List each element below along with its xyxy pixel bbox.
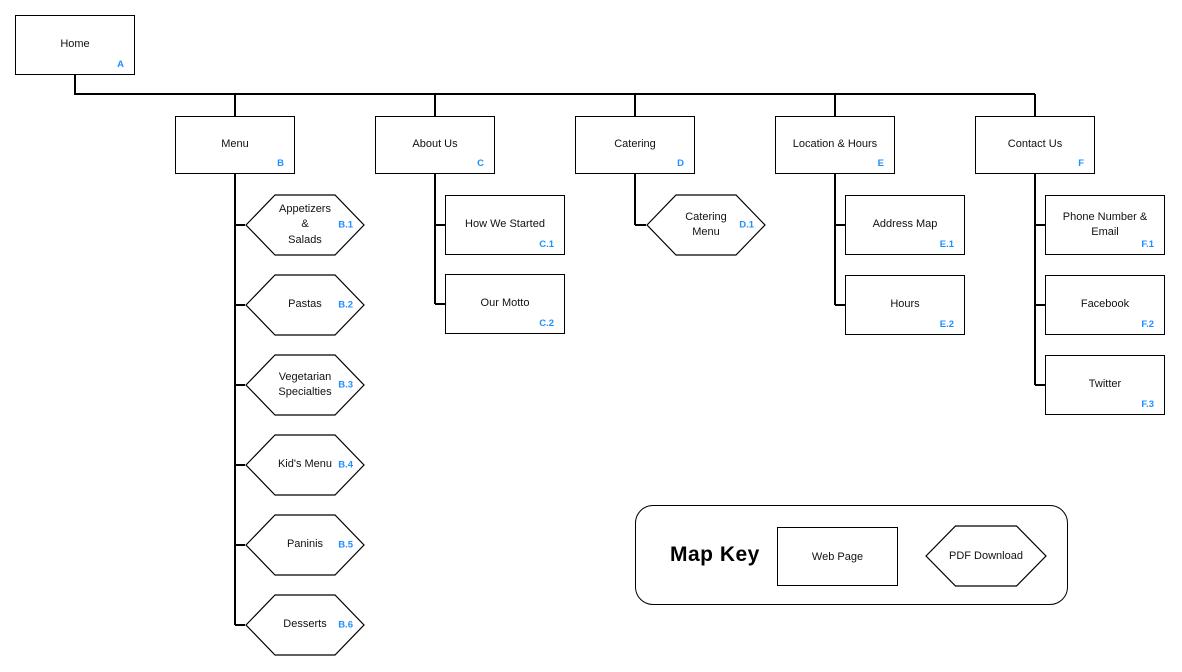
node-label: Catering Menu xyxy=(685,210,727,238)
node-label: Pastas xyxy=(288,298,322,311)
node-catering[interactable]: Catering D xyxy=(575,116,695,174)
hexagon-shape xyxy=(245,434,365,496)
node-paninis[interactable]: Paninis B.5 xyxy=(245,514,365,576)
node-code: B.3 xyxy=(338,379,353,391)
node-label: Catering xyxy=(614,138,656,151)
hexagon-shape xyxy=(925,525,1047,587)
node-how-we-started[interactable]: How We Started C.1 xyxy=(445,195,565,255)
node-code: E xyxy=(877,158,884,169)
node-code: F xyxy=(1078,158,1084,169)
node-label: How We Started xyxy=(465,218,545,231)
legend-pdf-download[interactable]: PDF Download xyxy=(925,525,1047,587)
node-about-us[interactable]: About Us C xyxy=(375,116,495,174)
node-kids-menu[interactable]: Kid's Menu B.4 xyxy=(245,434,365,496)
node-code: D.1 xyxy=(739,219,754,231)
node-code: B.1 xyxy=(338,219,353,231)
node-facebook[interactable]: Facebook F.2 xyxy=(1045,275,1165,335)
node-label: Address Map xyxy=(872,218,938,231)
node-label: Home xyxy=(60,38,90,51)
hexagon-shape xyxy=(646,194,766,256)
node-vegetarian-specialties[interactable]: Vegetarian Specialties B.3 xyxy=(245,354,365,416)
legend-label: PDF Download xyxy=(949,550,1023,562)
node-code: B xyxy=(277,158,284,169)
node-code: D xyxy=(677,158,684,169)
hexagon-shape xyxy=(245,514,365,576)
node-label: Twitter xyxy=(1088,378,1122,391)
node-code: F.1 xyxy=(1141,239,1154,250)
map-key-title: Map Key xyxy=(670,543,760,566)
node-label: Our Motto xyxy=(480,297,530,310)
node-home[interactable]: Home A xyxy=(15,15,135,75)
node-pastas[interactable]: Pastas B.2 xyxy=(245,274,365,336)
node-label: Desserts xyxy=(283,618,327,631)
hexagon-shape xyxy=(245,594,365,656)
hexagon-shape xyxy=(245,354,365,416)
node-label: Menu xyxy=(221,138,249,151)
legend-label: Web Page xyxy=(811,550,864,563)
node-label: Vegetarian Specialties xyxy=(278,370,332,398)
node-code: B.2 xyxy=(338,299,353,311)
node-label: Facebook xyxy=(1080,298,1130,311)
node-contact-us[interactable]: Contact Us F xyxy=(975,116,1095,174)
node-code: B.4 xyxy=(338,459,353,471)
node-twitter[interactable]: Twitter F.3 xyxy=(1045,355,1165,415)
legend-web-page[interactable]: Web Page xyxy=(777,527,898,586)
node-code: E.2 xyxy=(939,319,954,330)
node-desserts[interactable]: Desserts B.6 xyxy=(245,594,365,656)
node-label: About Us xyxy=(412,138,458,151)
node-location-hours[interactable]: Location & Hours E xyxy=(775,116,895,174)
node-appetizers-salads[interactable]: Appetizers & Salads B.1 xyxy=(245,194,365,256)
node-label: Phone Number & Email xyxy=(1062,210,1148,238)
node-label: Location & Hours xyxy=(792,138,878,151)
hexagon-shape xyxy=(245,194,365,256)
node-label: Kid's Menu xyxy=(277,458,333,471)
node-label: Contact Us xyxy=(1007,138,1063,151)
node-code: A xyxy=(117,59,124,70)
node-menu[interactable]: Menu B xyxy=(175,116,295,174)
node-hours[interactable]: Hours E.2 xyxy=(845,275,965,335)
node-label: Paninis xyxy=(286,538,324,551)
node-code: F.2 xyxy=(1141,319,1154,330)
node-label: Hours xyxy=(890,298,920,311)
map-key-panel: Map Key Web Page PDF Download xyxy=(635,505,1068,605)
node-code: B.6 xyxy=(338,619,353,631)
node-our-motto[interactable]: Our Motto C.2 xyxy=(445,274,565,334)
node-catering-menu[interactable]: Catering Menu D.1 xyxy=(646,194,766,256)
node-code: C.1 xyxy=(539,239,554,250)
node-label: Appetizers & Salads xyxy=(279,202,331,246)
node-code: E.1 xyxy=(939,239,954,250)
node-code: C xyxy=(477,158,484,169)
node-code: C.2 xyxy=(539,318,554,329)
node-address-map[interactable]: Address Map E.1 xyxy=(845,195,965,255)
node-code: F.3 xyxy=(1141,399,1154,410)
node-phone-email[interactable]: Phone Number & Email F.1 xyxy=(1045,195,1165,255)
hexagon-shape xyxy=(245,274,365,336)
node-code: B.5 xyxy=(338,539,353,551)
